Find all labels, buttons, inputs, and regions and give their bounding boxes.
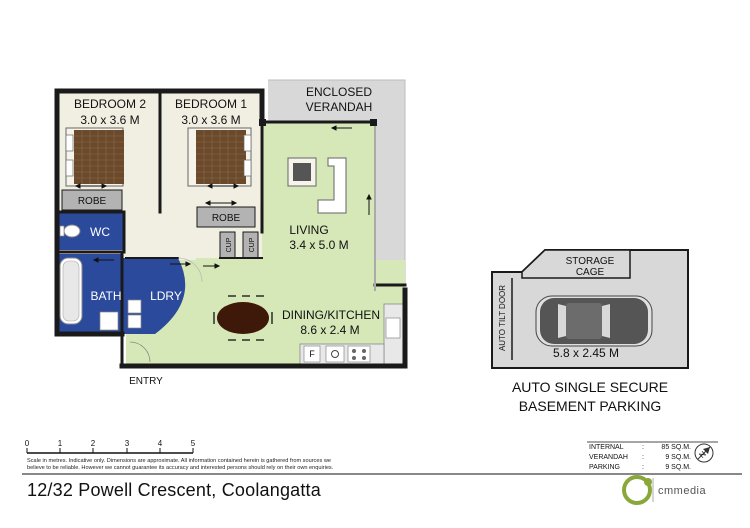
fridge-label: F	[309, 349, 315, 359]
disclaimer: Scale in metres. Indicative only. Dimens…	[27, 458, 387, 472]
robe-bedroom1-label: ROBE	[212, 213, 241, 224]
scale-tick-3: 3	[125, 439, 130, 448]
bed-bedroom1-icon	[187, 127, 252, 187]
living-name-label: LIVING	[289, 223, 328, 237]
scale-tick-0: 0	[25, 439, 30, 448]
auto-tilt-door-label: AUTO TILT DOOR	[498, 285, 507, 351]
dining-name-label: DINING/KITCHEN	[282, 308, 380, 322]
area-value: 85 SQ.M.	[661, 444, 691, 451]
robe-bedroom1	[196, 206, 256, 228]
disclaimer-line1: Scale in metres. Indicative only. Dimens…	[27, 458, 331, 464]
door-swings	[129, 257, 203, 363]
parking-caption-line1: AUTO SINGLE SECURE	[512, 379, 668, 395]
robe-bedroom2-label: ROBE	[78, 196, 107, 207]
oven-icon	[325, 345, 345, 363]
bedroom1-size-label: 3.0 x 3.6 M	[181, 113, 240, 127]
area-row-verandah: VERANDAH: 9 SQ.M.	[589, 454, 691, 461]
area-label: PARKING	[589, 464, 620, 471]
bath-label: BATH	[90, 289, 121, 303]
scale-tick-1: 1	[58, 439, 63, 448]
area-value: 9 SQ.M.	[665, 454, 691, 461]
fridge-icon	[303, 345, 321, 363]
storage-label-line2: CAGE	[576, 267, 605, 278]
cmmedia-logo-icon	[622, 475, 654, 505]
bedroom2-name-label: BEDROOM 2	[74, 97, 146, 111]
dining-table-icon	[213, 295, 273, 341]
storage-cage	[521, 249, 631, 279]
area-row-parking: PARKING: 9 SQ.M.	[589, 464, 691, 471]
cupboard-2-label: CUP	[249, 237, 256, 252]
hall-green-strip	[196, 258, 268, 268]
walls	[54, 88, 408, 369]
wc-label: WC	[90, 225, 110, 239]
property-address: 12/32 Powell Crescent, Coolangatta	[27, 480, 321, 500]
scale-tick-2: 2	[91, 439, 96, 448]
area-summary: INTERNAL: 85 SQ.M. VERANDAH: 9 SQ.M. PAR…	[589, 443, 691, 473]
car-icon	[535, 295, 653, 347]
sofa-icon	[317, 157, 347, 214]
washer-icon	[127, 299, 142, 314]
kitchen-sink-icon	[385, 317, 401, 339]
compass-letter: N	[697, 449, 708, 460]
brand-name: cmmedia	[658, 485, 707, 497]
cupboard-1-label: CUP	[226, 237, 233, 252]
bed-bedroom2-icon	[65, 127, 124, 187]
verandah-glass-line	[268, 79, 406, 285]
area-row-internal: INTERNAL: 85 SQ.M.	[589, 444, 691, 451]
sliding-arrows	[74, 125, 372, 269]
living-size-label: 3.4 x 5.0 M	[289, 238, 348, 252]
parking-size-label: 5.8 x 2.45 M	[553, 346, 619, 360]
laundry-label: LDRY	[150, 289, 182, 303]
coffee-table-icon	[287, 157, 317, 187]
vanity-icon	[99, 311, 119, 331]
verandah-label-line1: ENCLOSED	[306, 85, 372, 99]
verandah-label-line2: VERANDAH	[306, 100, 373, 114]
area-value: 9 SQ.M.	[665, 464, 691, 471]
parking-caption-line2: BASEMENT PARKING	[519, 398, 662, 414]
robe-bedroom2	[61, 189, 123, 211]
scale-bar: 0 1 2 3 4 5	[25, 439, 196, 454]
storage-label-line1: STORAGE	[566, 256, 615, 267]
scale-tick-5: 5	[191, 439, 196, 448]
compass-icon: N	[694, 443, 714, 463]
area-label: INTERNAL	[589, 444, 624, 451]
dining-size-label: 8.6 x 2.4 M	[300, 323, 359, 337]
cooktop-icon	[347, 345, 371, 363]
disclaimer-line2: believe to be reliable. However we canno…	[27, 465, 334, 471]
toilet-icon	[63, 224, 81, 238]
entry-label: ENTRY	[129, 376, 163, 387]
bedroom2-size-label: 3.0 x 3.6 M	[80, 113, 139, 127]
scale-tick-4: 4	[158, 439, 163, 448]
bedroom1-name-label: BEDROOM 1	[175, 97, 247, 111]
area-label: VERANDAH	[589, 454, 628, 461]
